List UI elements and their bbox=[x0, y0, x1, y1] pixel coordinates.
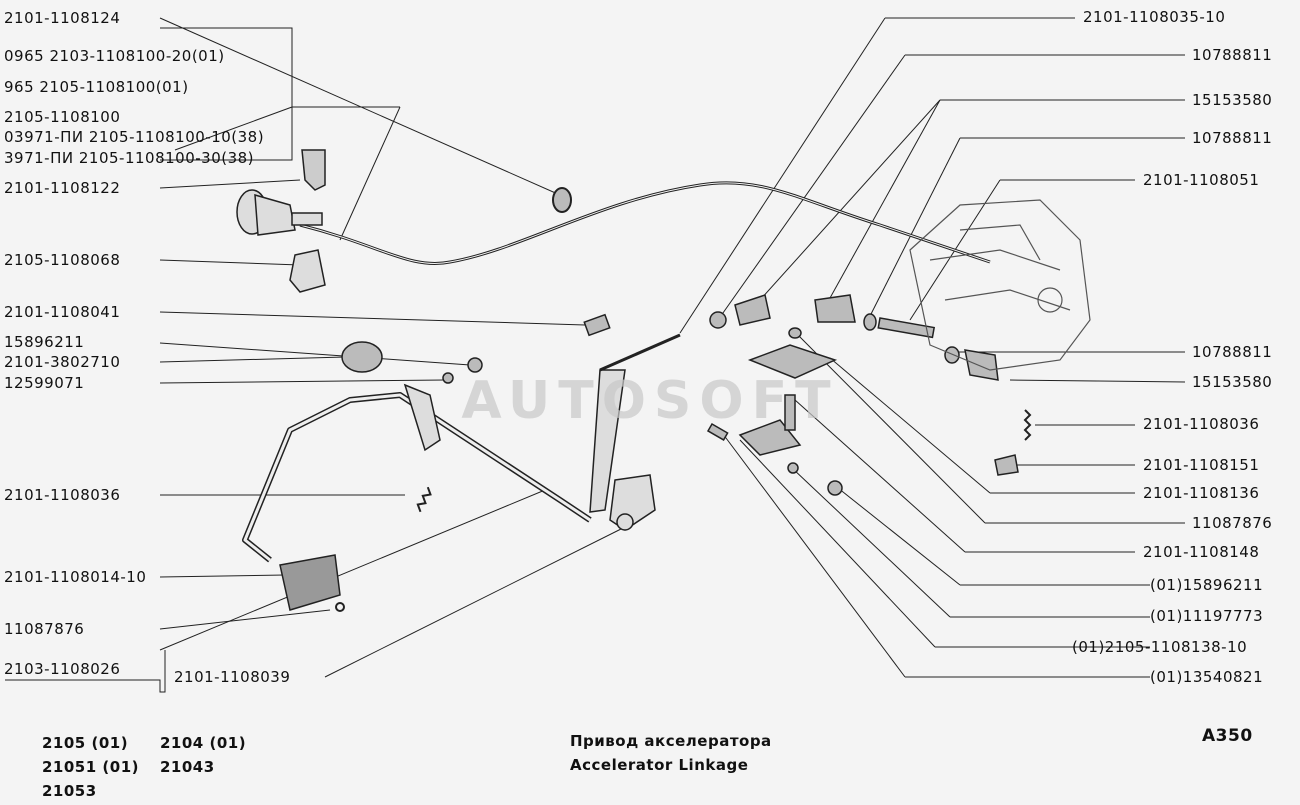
callout-label: 2101-1108151 bbox=[1143, 456, 1260, 474]
threaded-rod-part bbox=[877, 317, 936, 339]
callout-label: 0965 2103-1108100-20(01) bbox=[4, 47, 225, 65]
callout-label: 2101-1108148 bbox=[1143, 543, 1260, 561]
callout-label: 965 2105-1108100(01) bbox=[4, 78, 189, 96]
washer-part bbox=[442, 372, 454, 384]
pivot-bracket-part bbox=[609, 474, 656, 531]
ball-socket-part bbox=[964, 349, 999, 381]
model-code: 2104 (01) bbox=[160, 734, 247, 752]
callout-label: 2101-1108036 bbox=[4, 486, 121, 504]
page-code: А350 bbox=[1202, 726, 1253, 746]
callout-label: 10788811 bbox=[1192, 129, 1273, 147]
watermark-text: AUTOSOFT bbox=[461, 371, 838, 431]
callout-label: 11087876 bbox=[1192, 514, 1273, 532]
callout-label: 3971-ПИ 2105-1108100-30(38) bbox=[4, 149, 255, 167]
callout-label: 2101-1108036 bbox=[1143, 415, 1260, 433]
callout-label: 2101-1108039 bbox=[174, 668, 291, 686]
model-code: 21043 bbox=[160, 758, 215, 776]
callout-label: 2105-1108068 bbox=[4, 251, 121, 269]
return-spring-part bbox=[416, 486, 432, 513]
callout-label: 2101-1108041 bbox=[4, 303, 121, 321]
accelerator-cable bbox=[299, 181, 991, 265]
callout-label: 15896211 bbox=[4, 333, 85, 351]
callout-label: (01)15896211 bbox=[1150, 576, 1264, 594]
callout-label: 11087876 bbox=[4, 620, 85, 638]
model-code: 21051 (01) bbox=[42, 758, 139, 776]
callout-label: (01)13540821 bbox=[1150, 668, 1264, 686]
carburetor-outline bbox=[909, 199, 1091, 371]
socket-part bbox=[814, 294, 856, 323]
model-code: 21053 bbox=[42, 782, 97, 800]
sleeve-part bbox=[734, 294, 771, 326]
bracket-plate-part bbox=[747, 344, 838, 379]
bushing-part bbox=[341, 341, 383, 373]
callout-label: 2101-1108014-10 bbox=[4, 568, 147, 586]
title-russian: Привод акселератора bbox=[570, 732, 772, 750]
nut-part bbox=[467, 357, 483, 373]
callout-label: (01)2105-1108138-10 bbox=[1072, 638, 1248, 656]
cable-bracket-part bbox=[289, 249, 326, 293]
callout-label: 15153580 bbox=[1192, 373, 1273, 391]
washer-top-part bbox=[709, 311, 727, 329]
clamp-part bbox=[583, 313, 611, 337]
pedal-pad-part bbox=[279, 554, 341, 611]
title-english: Accelerator Linkage bbox=[570, 756, 749, 774]
callout-label: 2101-1108124 bbox=[4, 9, 121, 27]
callout-label: 12599071 bbox=[4, 374, 85, 392]
carb-spring-part bbox=[1023, 409, 1032, 441]
callout-label: 2101-1108136 bbox=[1143, 484, 1260, 502]
callout-label: 10788811 bbox=[1192, 343, 1273, 361]
bracket-line bbox=[160, 27, 293, 161]
callout-label: 2103-1108026 bbox=[4, 660, 121, 678]
pedal-lever-part bbox=[589, 369, 626, 513]
grommet-part bbox=[552, 187, 572, 213]
callout-label: (01)11197773 bbox=[1150, 607, 1264, 625]
callout-label: 2101-1108035-10 bbox=[1083, 8, 1226, 26]
callout-label: 10788811 bbox=[1192, 46, 1273, 64]
model-code: 2105 (01) bbox=[42, 734, 129, 752]
callout-label: 2101-3802710 bbox=[4, 353, 121, 371]
lever-clip-part bbox=[403, 383, 441, 452]
choke-knob-part bbox=[236, 189, 323, 236]
callout-label: 2101-1108051 bbox=[1143, 171, 1260, 189]
callout-label: 2101-1108122 bbox=[4, 179, 121, 197]
callout-label: 03971-ПИ 2105-1108100-10(38) bbox=[4, 128, 265, 146]
cable-clip-part bbox=[301, 149, 326, 191]
callout-label: 2105-1108100 bbox=[4, 108, 121, 126]
callout-label: 15153580 bbox=[1192, 91, 1273, 109]
